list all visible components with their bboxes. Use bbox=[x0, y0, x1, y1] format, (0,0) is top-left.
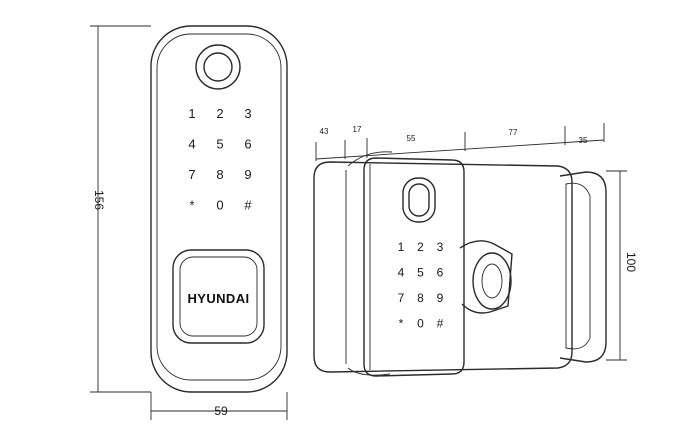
side-fingerprint-outer bbox=[402, 177, 436, 223]
side-key-1: 1 bbox=[398, 240, 405, 254]
front-key-1: 1 bbox=[188, 106, 195, 121]
side-key-3: 3 bbox=[437, 240, 444, 254]
side-key-4: 4 bbox=[398, 266, 405, 280]
side-height-label: 100 bbox=[624, 252, 638, 272]
dim-label-b: 17 bbox=[353, 125, 362, 134]
front-inner-panel bbox=[156, 33, 282, 381]
front-handle-outer bbox=[172, 249, 265, 344]
dim-label-e: 35 bbox=[579, 136, 588, 145]
case-top-curve bbox=[347, 151, 393, 167]
front-key-8: 8 bbox=[216, 167, 223, 182]
side-key-8: 8 bbox=[417, 291, 424, 305]
front-key-9: 9 bbox=[244, 167, 251, 182]
front-keypad: 1 2 3 4 5 6 7 8 9 * 0 # bbox=[188, 106, 252, 213]
side-key-hash: # bbox=[437, 317, 444, 331]
striker-keeper-outer bbox=[559, 171, 607, 363]
front-key-2: 2 bbox=[216, 106, 223, 121]
front-key-7: 7 bbox=[188, 167, 195, 182]
front-key-star: * bbox=[189, 198, 194, 213]
front-view: 1 2 3 4 5 6 7 8 9 * 0 # HYUNDAI 156 59 bbox=[90, 25, 288, 420]
front-height-label: 156 bbox=[92, 190, 106, 210]
front-key-3: 3 bbox=[244, 106, 251, 121]
case-bottom-curve bbox=[347, 367, 391, 376]
brand-label: HYUNDAI bbox=[187, 291, 249, 306]
knob-outer bbox=[472, 252, 512, 310]
front-key-4: 4 bbox=[188, 137, 195, 152]
side-key-5: 5 bbox=[417, 266, 424, 280]
knob-housing bbox=[459, 240, 513, 314]
front-width-label: 59 bbox=[214, 404, 228, 418]
side-key-7: 7 bbox=[398, 291, 405, 305]
top-dimension-line bbox=[315, 139, 605, 160]
front-key-6: 6 bbox=[244, 137, 251, 152]
side-key-0: 0 bbox=[417, 317, 424, 331]
side-fingerprint-inner bbox=[408, 183, 430, 217]
front-key-hash: # bbox=[244, 198, 252, 213]
side-key-2: 2 bbox=[417, 240, 424, 254]
side-key-6: 6 bbox=[437, 266, 444, 280]
striker-keeper-inner bbox=[565, 182, 591, 350]
side-front-panel bbox=[363, 157, 465, 377]
dim-label-c: 55 bbox=[407, 134, 416, 143]
fingerprint-sensor-outer bbox=[195, 44, 241, 90]
front-key-5: 5 bbox=[216, 137, 223, 152]
dim-label-d: 77 bbox=[509, 128, 518, 137]
front-outer-body bbox=[150, 25, 288, 393]
side-key-star: * bbox=[399, 317, 404, 331]
dim-label-a: 43 bbox=[320, 127, 329, 136]
front-key-0: 0 bbox=[216, 198, 223, 213]
knob-inner bbox=[481, 263, 503, 299]
front-handle-inner bbox=[179, 256, 258, 337]
side-key-9: 9 bbox=[437, 291, 444, 305]
fingerprint-sensor-inner bbox=[203, 52, 233, 82]
